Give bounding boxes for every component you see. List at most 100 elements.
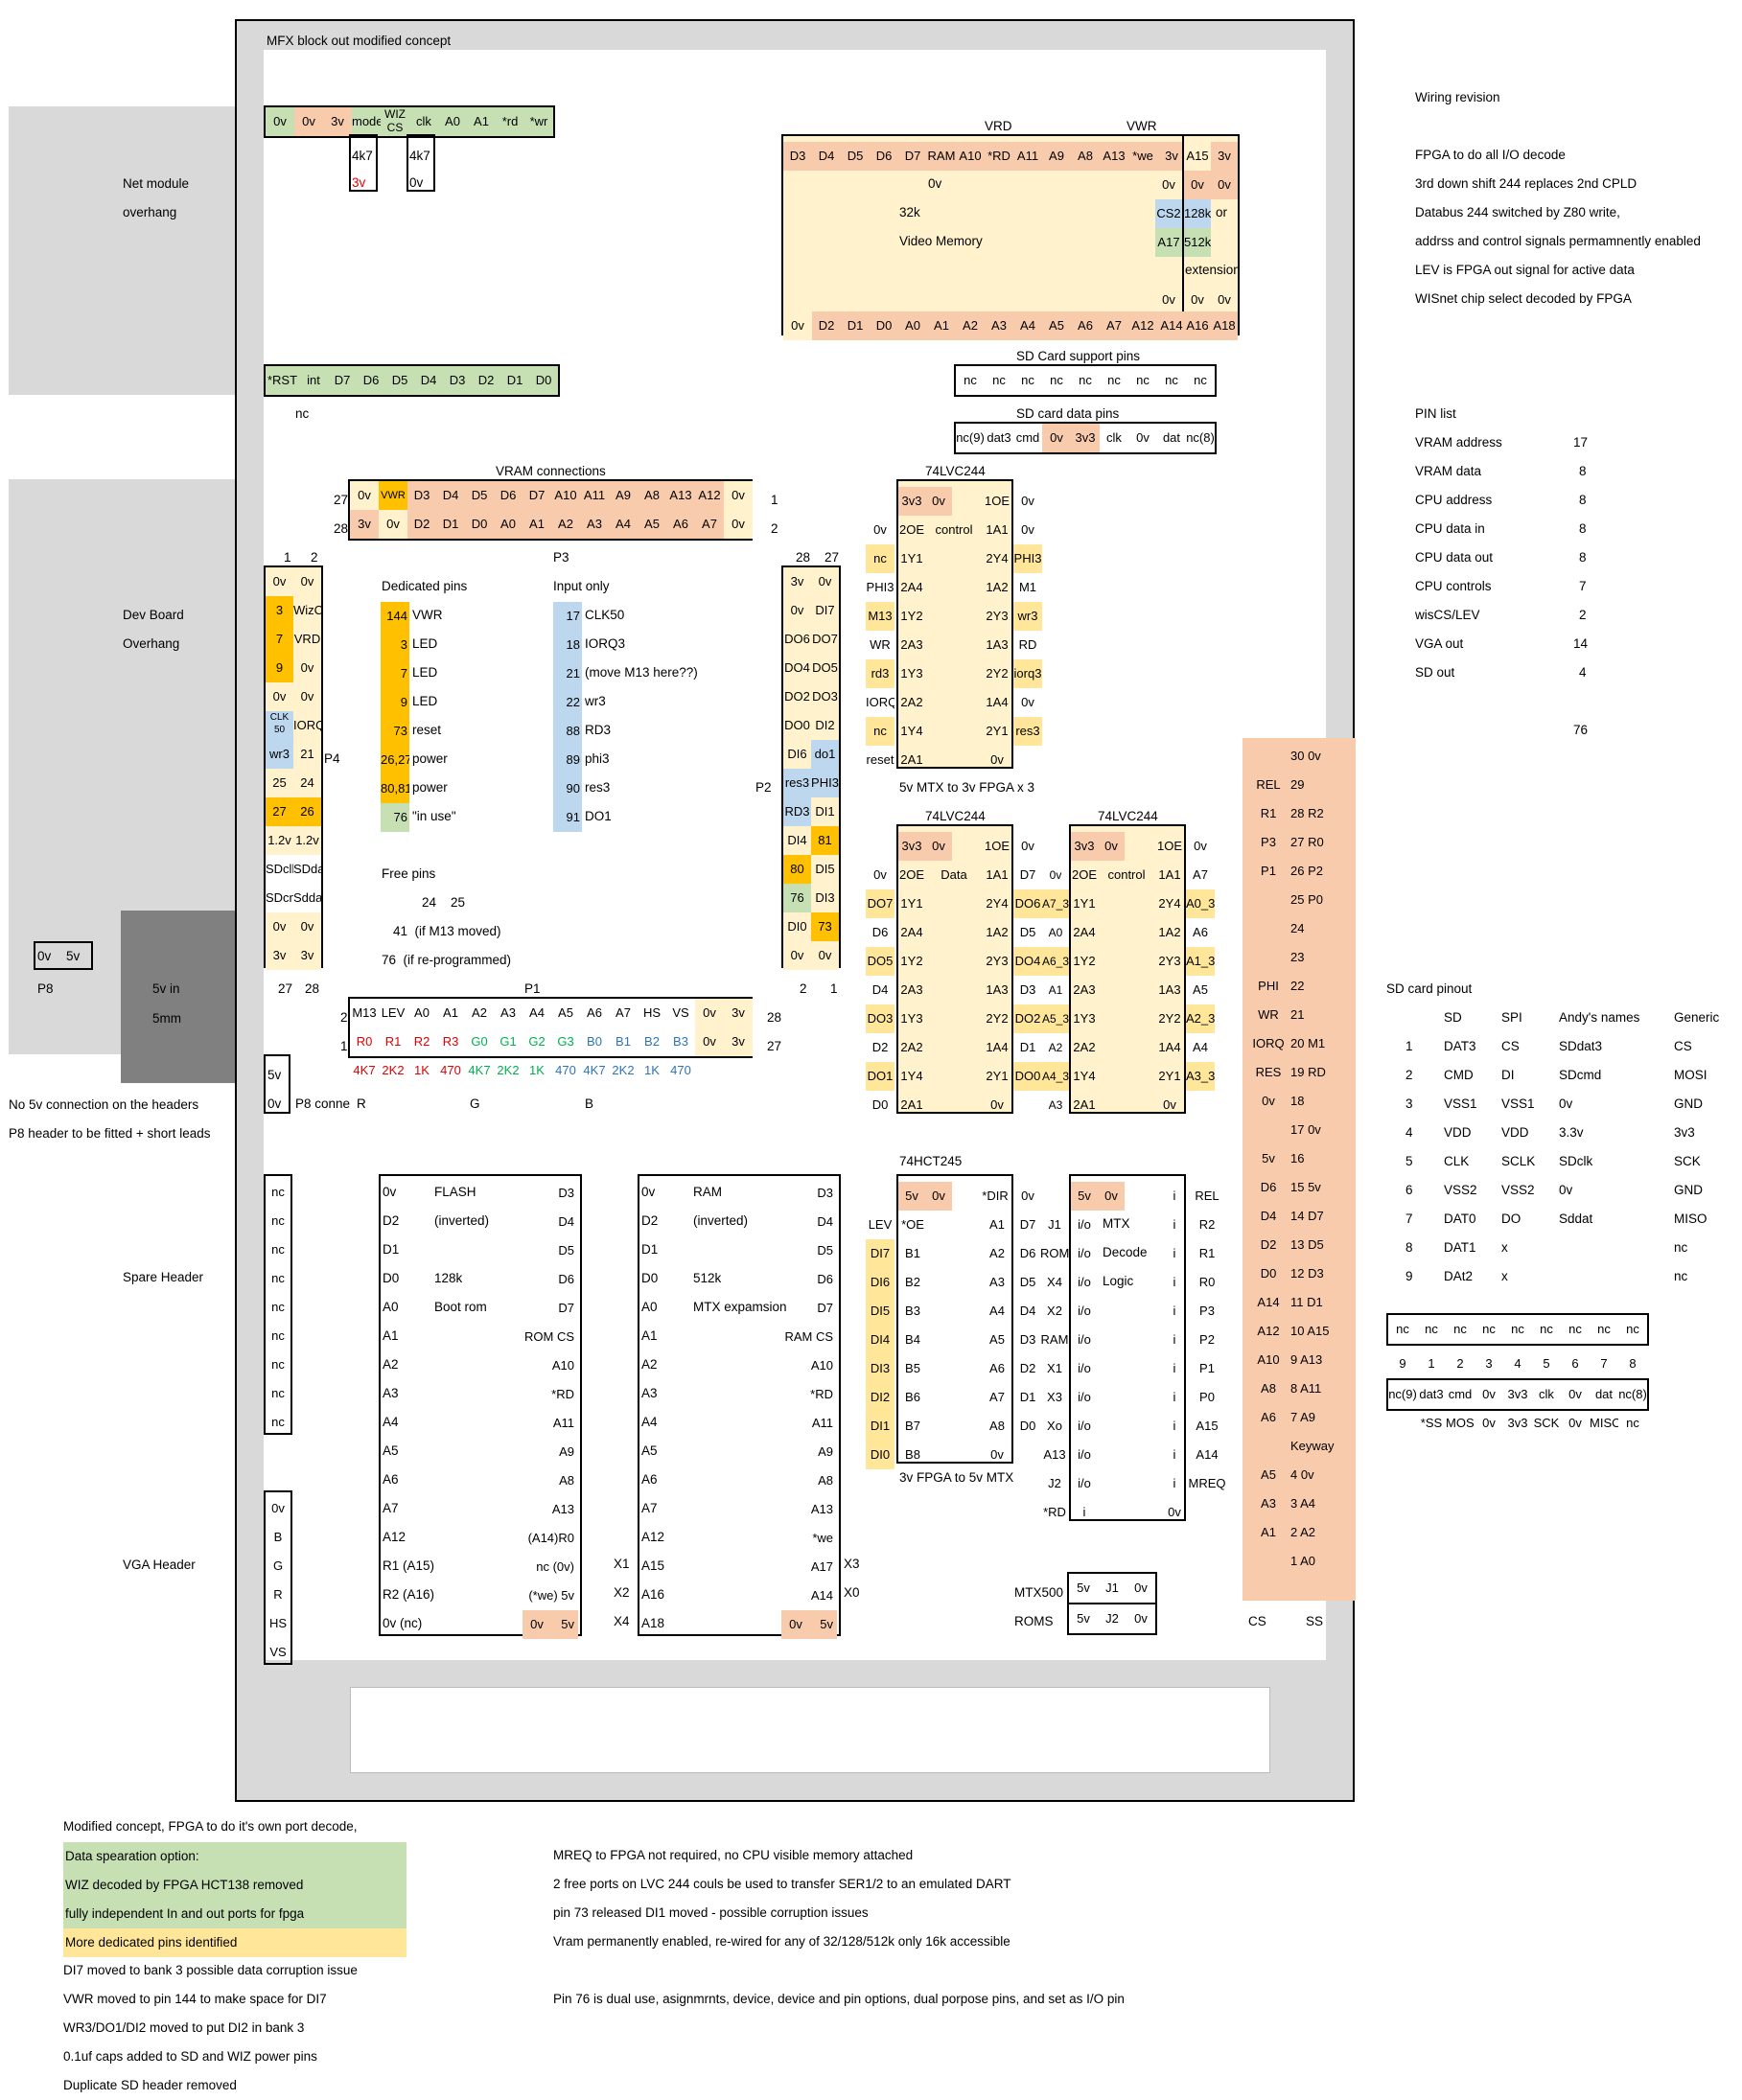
vram-pin: A13 bbox=[666, 481, 695, 510]
lvc1-ext: wr3 bbox=[1013, 602, 1042, 631]
res-4k7-a-rail: 3v bbox=[352, 175, 366, 190]
vmem-pin: D5 bbox=[841, 142, 870, 171]
mtx-pin-i: i bbox=[1173, 1188, 1176, 1203]
hct245-pin: B8 bbox=[905, 1447, 920, 1462]
sd-pinout-cell: 6 bbox=[1405, 1183, 1413, 1197]
hct245-caption: 3v FPGA to 5v MTX bbox=[899, 1470, 1014, 1485]
lvc1-ext: nc bbox=[866, 544, 894, 573]
sd-pinout-cell: x bbox=[1501, 1269, 1508, 1283]
free-pins-row: 41 (if M13 moved) bbox=[393, 924, 501, 938]
lvc2-pin: 2Y4 bbox=[986, 896, 1009, 911]
mtx-pin-i: i bbox=[1173, 1361, 1176, 1375]
p1-resistor: 2K2 bbox=[497, 1063, 520, 1077]
p1-pin: A5 bbox=[558, 1005, 573, 1020]
sd-spi: 0v bbox=[1482, 1416, 1496, 1430]
lvc2-ext2: A5_3 bbox=[1042, 1004, 1069, 1033]
hct245-pin: A7 bbox=[989, 1390, 1005, 1404]
keyway-pin: 12 D3 bbox=[1290, 1266, 1324, 1281]
hct245-ext: D0 bbox=[1019, 1419, 1036, 1433]
p1-resistor: 470 bbox=[670, 1063, 691, 1077]
vmem-pin: D1 bbox=[841, 312, 870, 340]
sd-data: 0v bbox=[1482, 1387, 1496, 1401]
sd-pinout-cell: 4 bbox=[1405, 1125, 1413, 1140]
j1-pin: 0v bbox=[1134, 1581, 1148, 1595]
lvc1-ext: M1 bbox=[1018, 580, 1037, 594]
sd-pinout-cell: SDcmd bbox=[1559, 1068, 1602, 1082]
mtx-pin-i: i bbox=[1173, 1332, 1176, 1347]
mtx-io: i/o bbox=[1078, 1447, 1091, 1462]
wiring-revision-line: Databus 244 switched by Z80 write, bbox=[1415, 205, 1620, 219]
p2-pin: DI6 bbox=[783, 740, 811, 769]
ram-x-left: X2 bbox=[614, 1585, 630, 1600]
lvc1-ext: 0v bbox=[873, 522, 887, 537]
ram-pin-right: A8 bbox=[818, 1473, 833, 1488]
lvc2-ext2: A6_3 bbox=[1042, 947, 1069, 976]
lvc2-ext2: A3 bbox=[1048, 1098, 1063, 1112]
p4-pin: Sddat bbox=[293, 890, 321, 905]
lvc2-pin: 2Y1 bbox=[986, 1069, 1009, 1083]
sd-pinout-cell: DO bbox=[1501, 1212, 1521, 1226]
sd-pinout-cell: CS bbox=[1501, 1039, 1520, 1053]
vram-pin: D2 bbox=[407, 510, 436, 539]
sd-num: 2 bbox=[1456, 1356, 1464, 1371]
ram-pin-left: D0 bbox=[641, 1271, 659, 1285]
vmem-pin: A4 bbox=[1013, 312, 1042, 340]
sd-spi: nc bbox=[1626, 1416, 1639, 1430]
ram-pin-left: A18 bbox=[641, 1616, 665, 1630]
sd-pinout-cell: VSS2 bbox=[1444, 1183, 1477, 1197]
vmem-pin: A8 bbox=[1071, 142, 1100, 171]
p8-small-pin: 5v bbox=[267, 1068, 282, 1082]
p1-pin: 0v bbox=[695, 1027, 724, 1056]
j2-pin: 0v bbox=[1134, 1611, 1148, 1626]
lvc3-ext: A1_3 bbox=[1186, 947, 1215, 976]
flash-pin-left: A2 bbox=[383, 1357, 399, 1372]
sd-pinout-cell: MISO bbox=[1674, 1212, 1707, 1226]
mtx-pin-i: 0v bbox=[1168, 1505, 1181, 1519]
input-label: (move M13 here??) bbox=[585, 665, 698, 680]
vram-pin: D4 bbox=[436, 481, 465, 510]
sd-pinout-cell: DAt2 bbox=[1444, 1269, 1474, 1283]
p2-pin: DO5 bbox=[811, 654, 839, 682]
p2-pin: do1 bbox=[811, 740, 839, 769]
lvc1-ext bbox=[866, 487, 894, 516]
jumper-j1[interactable]: 5v J1 0v bbox=[1067, 1572, 1157, 1604]
net-pin: *RST bbox=[266, 366, 299, 395]
vmem-pin: A2 bbox=[956, 312, 985, 340]
p2-pin: DI7 bbox=[811, 596, 839, 625]
vram-pin: A2 bbox=[551, 510, 580, 539]
lvc3-pin: 1Y1 bbox=[1073, 896, 1096, 911]
jumper-j2[interactable]: 5v J2 0v bbox=[1067, 1603, 1157, 1635]
ram-pin-left: A7 bbox=[641, 1501, 658, 1515]
hct245-pin: B5 bbox=[905, 1361, 920, 1375]
p1-pin: A0 bbox=[414, 1005, 430, 1020]
lvc3-pin: 1OE bbox=[1156, 839, 1182, 853]
ram-pin-left: A3 bbox=[641, 1386, 658, 1400]
lvc1-pin: 1Y4 bbox=[900, 724, 923, 738]
dedicated-label: power bbox=[412, 780, 448, 795]
hct245-ext: DI4 bbox=[866, 1326, 894, 1354]
keyway-pin: 2 A2 bbox=[1290, 1525, 1316, 1539]
p1-pin: R3 bbox=[442, 1034, 459, 1049]
lvc2-ext: D5 bbox=[1019, 925, 1036, 939]
p8-small-header bbox=[264, 1054, 290, 1114]
pin-list-name: CPU data out bbox=[1415, 550, 1494, 565]
p4-num: 28 bbox=[305, 981, 320, 996]
ram-label: 512k bbox=[693, 1271, 722, 1285]
mtx-pin-i: i bbox=[1173, 1390, 1176, 1404]
vmem-pin: A5 bbox=[1042, 312, 1071, 340]
mtx-left: A13 bbox=[1043, 1447, 1066, 1462]
p1-row1-end: 28 bbox=[767, 1010, 782, 1025]
lvc1-pin: 2Y4 bbox=[986, 551, 1009, 565]
flash-pin-left: A7 bbox=[383, 1501, 399, 1515]
lvc2-pin: 2Y2 bbox=[986, 1011, 1009, 1026]
keyway-pin: 18 bbox=[1290, 1094, 1305, 1108]
left-note-2: P8 header to be fitted + short leads bbox=[9, 1126, 211, 1141]
flash-pin-left: A4 bbox=[383, 1415, 399, 1429]
sd-num: 9 bbox=[1399, 1356, 1406, 1371]
net-pin: D5 bbox=[385, 366, 414, 395]
ram-x-left: X4 bbox=[614, 1614, 630, 1628]
lvc1-pin: 1A1 bbox=[986, 522, 1009, 537]
sd-num: 8 bbox=[1629, 1356, 1637, 1371]
lvc2-ext: 0v bbox=[873, 867, 887, 882]
p2-pin: 0v bbox=[811, 941, 839, 970]
